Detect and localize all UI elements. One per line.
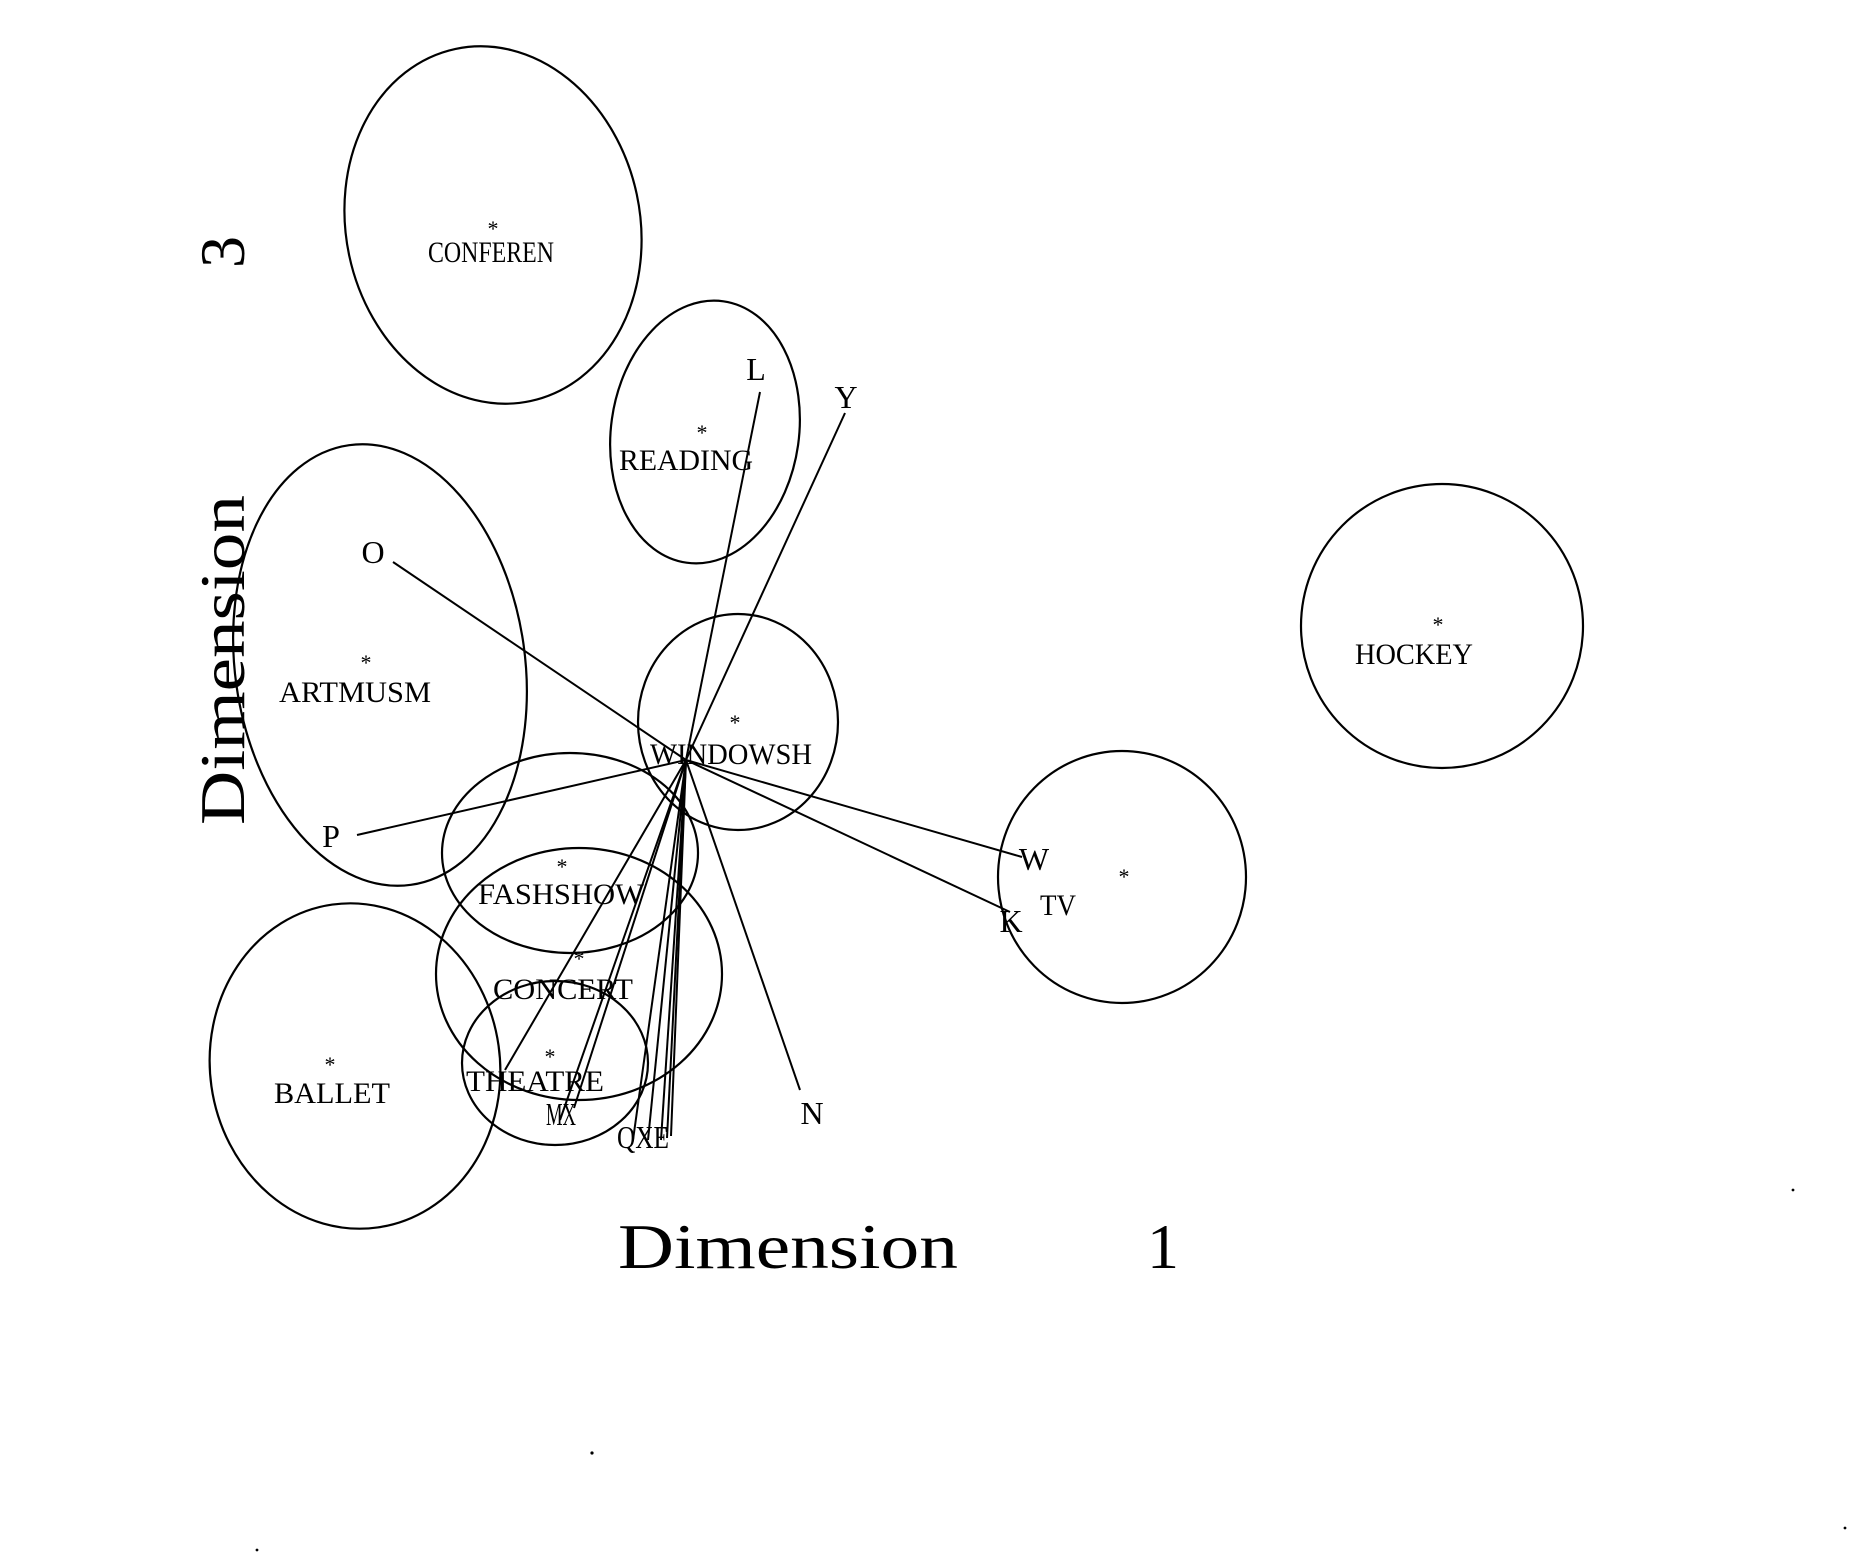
marker-theatre: * bbox=[545, 1044, 556, 1069]
x-axis-number: 1 bbox=[1147, 1211, 1179, 1282]
subject-label-mx: MX bbox=[546, 1096, 576, 1132]
subject-vectors bbox=[356, 391, 1023, 1141]
vector-o bbox=[392, 561, 687, 761]
ellipse-artmusm bbox=[232, 443, 528, 887]
ellipse-ballet bbox=[208, 902, 502, 1230]
ellipse-fashshow bbox=[440, 751, 700, 955]
subject-label-p: P bbox=[322, 818, 340, 854]
marker-tv: * bbox=[1119, 864, 1130, 889]
subject-labels: L Y O P W K N MX QXE bbox=[322, 351, 1050, 1155]
label-artmusm: ARTMUSM bbox=[279, 676, 431, 709]
ellipse-theatre bbox=[460, 979, 650, 1147]
marker-windowsh: * bbox=[730, 710, 741, 735]
vector-m bbox=[559, 759, 687, 1121]
label-ballet: BALLET bbox=[274, 1077, 390, 1110]
subject-label-n: N bbox=[800, 1095, 823, 1131]
ellipse-conferen bbox=[343, 45, 643, 405]
subject-label-o: O bbox=[361, 534, 384, 570]
subject-label-y: Y bbox=[834, 379, 857, 415]
label-reading: READING bbox=[619, 444, 753, 477]
vector-x2 bbox=[647, 759, 687, 1141]
label-windowsh: WINDOWSH bbox=[650, 738, 812, 771]
label-tv: TV bbox=[1040, 889, 1076, 922]
speck bbox=[1843, 1526, 1847, 1530]
marker-reading: * bbox=[697, 420, 708, 445]
y-axis-number: 3 bbox=[187, 236, 258, 268]
confidence-ellipses bbox=[208, 45, 1585, 1230]
marker-conferen: * bbox=[488, 216, 499, 241]
label-concert: CONCERT bbox=[493, 973, 633, 1006]
vector-p bbox=[356, 759, 687, 836]
label-theatre: THEATRE bbox=[466, 1065, 604, 1098]
object-markers: * * * * * * * * * * bbox=[325, 216, 1444, 1077]
vector-n bbox=[685, 759, 801, 1091]
subject-label-qxe: QXE bbox=[617, 1119, 669, 1155]
vector-q bbox=[632, 759, 687, 1141]
ellipse-reading bbox=[609, 299, 801, 565]
ellipse-concert bbox=[434, 846, 724, 1102]
ellipse-hockey bbox=[1299, 482, 1585, 770]
speck bbox=[255, 1548, 259, 1552]
label-conferen: CONFEREN bbox=[428, 236, 554, 269]
scan-specks bbox=[255, 1188, 1847, 1552]
label-fashshow: FASHSHOW bbox=[478, 878, 645, 911]
vector-y bbox=[685, 412, 846, 761]
marker-artmusm: * bbox=[361, 650, 372, 675]
subject-label-l: L bbox=[746, 351, 766, 387]
object-labels: CONFEREN READING ARTMUSM WINDOWSH HOCKEY… bbox=[274, 236, 1473, 1110]
vector-x1 bbox=[573, 759, 687, 1109]
vector-w bbox=[685, 759, 1023, 858]
marker-hockey: * bbox=[1433, 612, 1444, 637]
subject-label-k: K bbox=[999, 903, 1022, 939]
speck bbox=[590, 1451, 594, 1455]
speck bbox=[1791, 1188, 1795, 1192]
subject-label-w: W bbox=[1019, 841, 1050, 877]
marker-fashshow: * bbox=[557, 854, 568, 879]
marker-ballet: * bbox=[325, 1052, 336, 1077]
vector-e3 bbox=[670, 759, 687, 1137]
vector-l bbox=[685, 391, 761, 761]
x-axis-label: Dimension bbox=[618, 1211, 958, 1282]
vector-theatre-side bbox=[504, 759, 687, 1071]
axis-titles: Dimension 1 Dimension 3 bbox=[187, 236, 1179, 1282]
label-hockey: HOCKEY bbox=[1355, 638, 1473, 671]
marker-concert: * bbox=[574, 946, 585, 971]
vector-k bbox=[685, 759, 1011, 913]
ellipse-windowsh bbox=[636, 612, 840, 832]
y-axis-label: Dimension bbox=[187, 495, 258, 825]
ellipse-tv bbox=[996, 749, 1248, 1005]
